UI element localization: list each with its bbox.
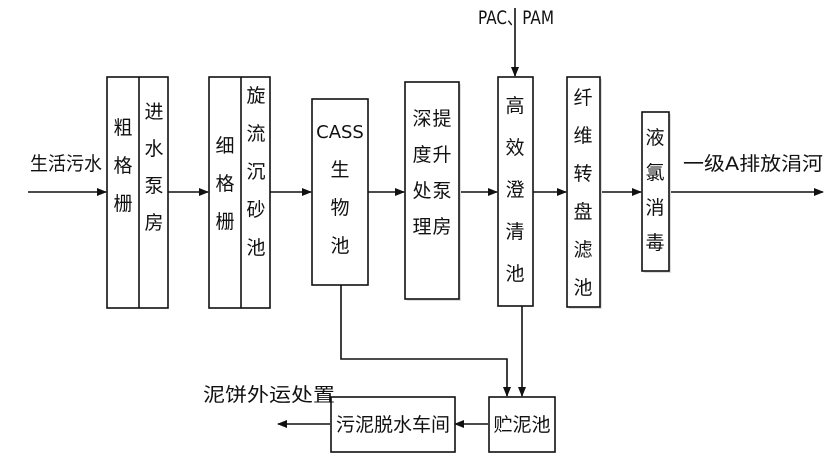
clarifier-box xyxy=(497,76,534,307)
sludge-cake-label: 泥饼外运处置 xyxy=(203,384,335,406)
grit-chamber-label: 旋流沉砂池 xyxy=(246,85,265,259)
fine-screen-label: 细格栅 xyxy=(215,135,234,233)
dewatering-label: 污泥脱水车间 xyxy=(336,414,450,436)
cass-sludge-line xyxy=(340,285,511,397)
fine-screen-grit-box xyxy=(208,76,271,309)
output-label: 一级A排放涓河 xyxy=(683,153,823,175)
deep-pump-box xyxy=(404,81,460,300)
clarifier-label: 高效澄清池 xyxy=(505,95,524,285)
dewatering-box xyxy=(330,396,456,453)
filter-box xyxy=(566,76,601,308)
deep-pump-label: 深度处理提升泵房 xyxy=(412,108,451,238)
cass-box xyxy=(311,98,369,286)
source-label: 生活污水 xyxy=(30,153,102,175)
chemicals-label: PAC、PAM xyxy=(478,7,554,29)
chlorination-box xyxy=(641,111,670,272)
cass-suffix-label: 生物池 xyxy=(330,159,349,257)
coarse-screen-pump-box xyxy=(106,76,169,309)
unit-boxes xyxy=(106,76,671,453)
sludge-tank-label: 贮泥池 xyxy=(493,414,550,436)
coarse-screen-label: 粗格栅 xyxy=(113,117,132,215)
cass-prefix-label: CASS xyxy=(316,122,364,143)
labels: 生活污水 PAC、PAM 一级A排放涓河 泥饼外运处置 贮泥池 污泥脱水车间 C… xyxy=(30,7,823,436)
sludge-tank-box xyxy=(488,396,556,453)
flow-lines xyxy=(28,8,824,428)
fiber-filter-label: 纤维转盘滤池 xyxy=(573,87,592,299)
chlorination-label: 液氯消毒 xyxy=(645,127,664,254)
inlet-pump-house-label: 进水泵房 xyxy=(144,101,163,234)
